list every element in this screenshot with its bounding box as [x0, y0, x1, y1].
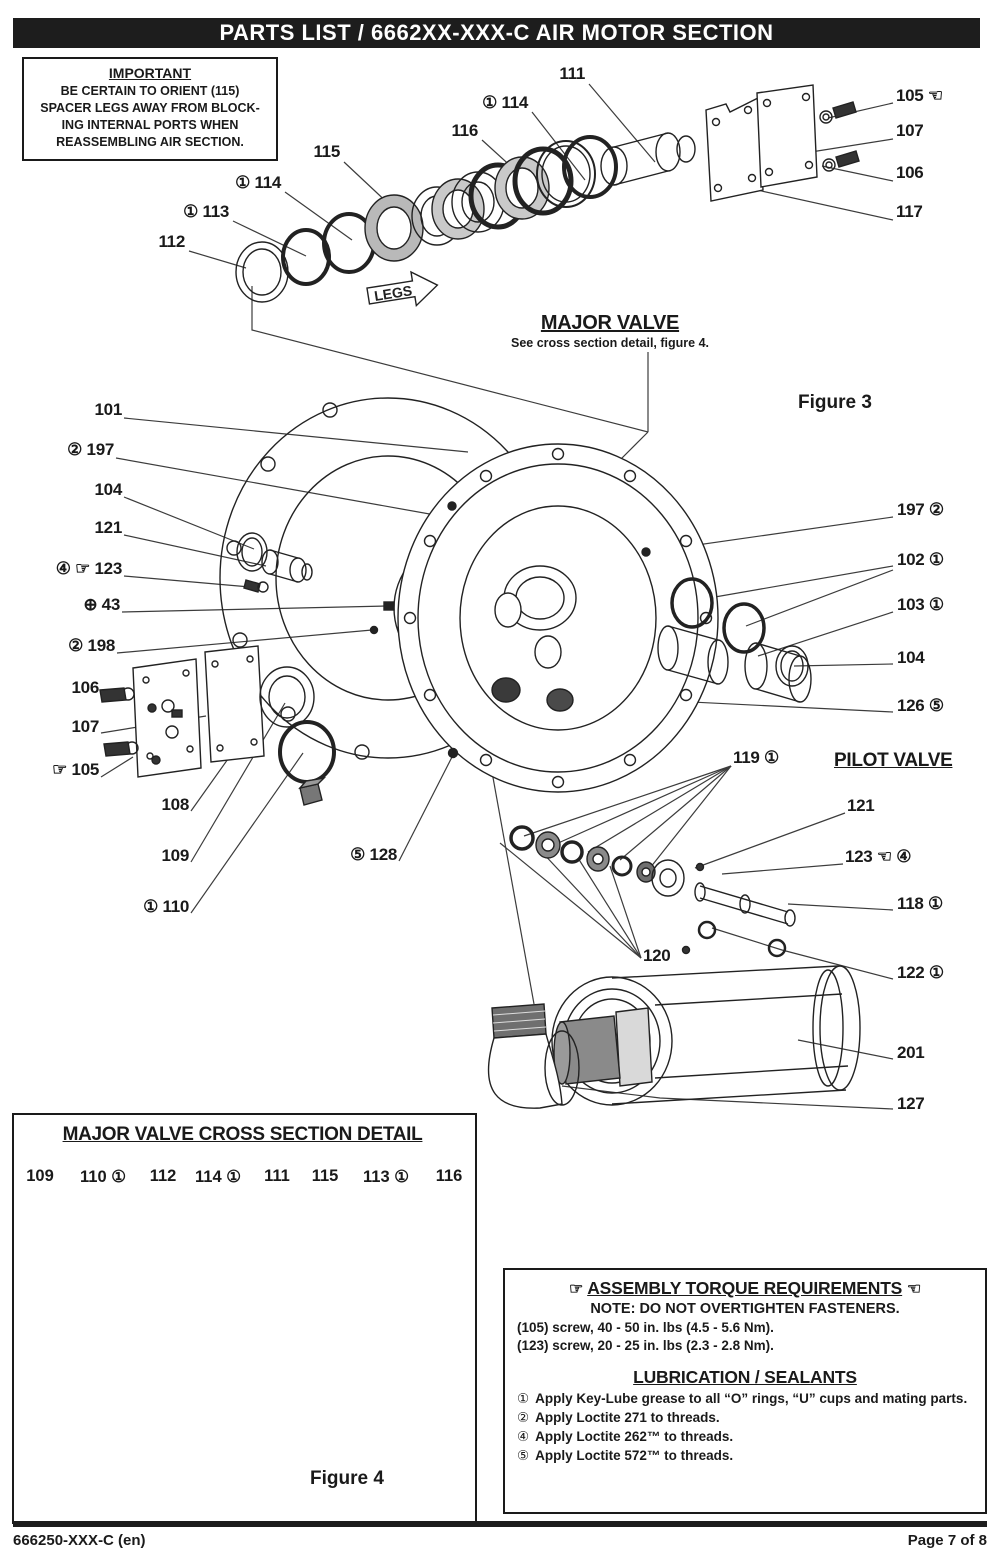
- lubrication-item-text: Apply Loctite 572™ to threads.: [535, 1448, 734, 1463]
- important-note-line: ING INTERNAL PORTS WHEN: [61, 117, 239, 132]
- pointing-hand-left-icon: ☜: [906, 1281, 921, 1298]
- figure4-callout-113: 113 ①: [363, 1168, 409, 1186]
- figure4-callout-110: 110 ①: [80, 1168, 126, 1186]
- part-callout-108: 108: [161, 795, 190, 814]
- important-note-line: SPACER LEGS AWAY FROM BLOCK-: [40, 100, 260, 115]
- lubrication-item: ⑤ Apply Loctite 572™ to threads.: [517, 1448, 973, 1464]
- part-callout-123: 123 ☜ ④: [845, 847, 912, 866]
- assembly-torque-box: ☞ ASSEMBLY TORQUE REQUIREMENTS ☜ NOTE: D…: [503, 1268, 987, 1514]
- lubrication-title: LUBRICATION / SEALANTS: [633, 1367, 857, 1387]
- figure4-box-title: MAJOR VALVE CROSS SECTION DETAIL: [62, 1124, 423, 1145]
- torque-title-row: ☞ ASSEMBLY TORQUE REQUIREMENTS ☜: [517, 1278, 973, 1299]
- page-title: PARTS LIST / 6662XX-XXX-C AIR MOTOR SECT…: [13, 18, 980, 48]
- figure4-callout-109: 109: [26, 1167, 54, 1185]
- part-callout-201: 201: [897, 1043, 925, 1062]
- part-callout-107: 107: [71, 717, 100, 736]
- part-callout-104: 104: [897, 648, 925, 667]
- major-valve-title: MAJOR VALVE: [540, 312, 680, 334]
- part-callout-127: 127: [897, 1094, 925, 1113]
- circled-number-icon: ①: [517, 1391, 530, 1406]
- part-callout-110: ① 110: [143, 897, 189, 916]
- part-callout-112: 112: [158, 232, 185, 251]
- pointing-hand-right-icon: ☞: [569, 1281, 584, 1298]
- important-note-lines: BE CERTAIN TO ORIENT (115) SPACER LEGS AW…: [28, 83, 272, 151]
- pilot-valve-heading: PILOT VALVE: [834, 750, 953, 771]
- part-callout-117: 117: [896, 202, 923, 221]
- part-callout-103: 103 ①: [897, 595, 944, 614]
- important-note-box: IMPORTANT BE CERTAIN TO ORIENT (115) SPAC…: [22, 57, 278, 161]
- footer-page-number: Page 7 of 8: [907, 1532, 987, 1549]
- footer-document-number: 666250-XXX-C (en): [13, 1532, 146, 1549]
- major-valve-heading: MAJOR VALVE See cross section detail, fi…: [488, 312, 732, 350]
- part-callout-122: 122 ①: [897, 963, 944, 982]
- part-callout-106: 106: [896, 163, 924, 182]
- figure3-caption: Figure 3: [798, 392, 872, 413]
- circled-number-icon: ⑤: [517, 1448, 530, 1463]
- lubrication-items: ① Apply Key-Lube grease to all “O” rings,…: [517, 1391, 973, 1464]
- part-callout-197: ② 197: [67, 440, 114, 459]
- part-callout-118: 118 ①: [897, 894, 943, 913]
- circled-number-icon: ②: [517, 1410, 530, 1425]
- torque-note: NOTE: DO NOT OVERTIGHTEN FASTENERS.: [590, 1301, 900, 1317]
- lubrication-item-text: Apply Loctite 271 to threads.: [535, 1410, 720, 1425]
- part-callout-115: 115: [313, 142, 340, 161]
- part-callout-128: ⑤ 128: [350, 845, 397, 864]
- figure4-callout-112: 112: [149, 1167, 177, 1185]
- figure4-callout-116: 116: [435, 1167, 463, 1185]
- part-callout-101: 101: [94, 400, 123, 419]
- figure4-callout-111: 111: [264, 1167, 290, 1185]
- part-callout-123: ④ ☞ 123: [55, 559, 123, 578]
- part-callout-121: 121: [847, 796, 875, 815]
- part-callout-114: ① 114: [235, 173, 281, 192]
- part-callout-105: ☞ 105: [52, 760, 99, 779]
- figure4-callout-115: 115: [311, 1167, 339, 1185]
- lubrication-item: ④ Apply Loctite 262™ to threads.: [517, 1429, 973, 1445]
- part-callout-126: 126 ⑤: [897, 696, 944, 715]
- circled-number-icon: ④: [517, 1429, 530, 1444]
- part-callout-109: 109: [161, 846, 190, 865]
- part-callout-197: 197 ②: [897, 500, 944, 519]
- figure4-callout-114: 114 ①: [195, 1168, 241, 1186]
- torque-title: ASSEMBLY TORQUE REQUIREMENTS: [587, 1278, 903, 1298]
- figure4-box: [12, 1113, 477, 1524]
- torque-spec-line: (123) screw, 20 - 25 in. lbs (2.3 - 2.8 …: [517, 1338, 774, 1353]
- part-callout-198: ② 198: [68, 636, 115, 655]
- lubrication-item: ① Apply Key-Lube grease to all “O” rings,…: [517, 1391, 973, 1407]
- part-callout-121: 121: [94, 518, 123, 537]
- part-callout-116: 116: [451, 121, 478, 140]
- svg-text:LEGS: LEGS: [373, 282, 413, 304]
- part-callout-43: ⊕ 43: [83, 595, 120, 614]
- part-callout-111: 111: [559, 64, 585, 83]
- major-valve-subtitle: See cross section detail, figure 4.: [511, 336, 709, 350]
- figure3-art: LEGS: [99, 84, 861, 1109]
- torque-lines: (105) screw, 40 - 50 in. lbs (4.5 - 5.6 …: [517, 1320, 973, 1353]
- part-callout-113: ① 113: [183, 202, 229, 221]
- part-callout-102: 102 ①: [897, 550, 944, 569]
- part-callout-114: ① 114: [482, 93, 528, 112]
- important-note-title: IMPORTANT: [108, 65, 192, 81]
- footer-rule: [13, 1521, 987, 1527]
- part-callout-104: 104: [94, 480, 123, 499]
- lubrication-item-text: Apply Key-Lube grease to all “O” rings, …: [535, 1391, 968, 1406]
- part-callout-119: 119 ①: [733, 748, 779, 767]
- lubrication-item-text: Apply Loctite 262™ to threads.: [535, 1429, 734, 1444]
- torque-spec-line: (105) screw, 40 - 50 in. lbs (4.5 - 5.6 …: [517, 1320, 774, 1335]
- part-callout-105: 105 ☜: [896, 86, 943, 105]
- important-note-line: REASSEMBLING AIR SECTION.: [56, 134, 244, 149]
- part-callout-120: 120: [643, 946, 671, 965]
- figure4-caption: Figure 4: [310, 1468, 384, 1489]
- lubrication-item: ② Apply Loctite 271 to threads.: [517, 1410, 973, 1426]
- important-note-line: BE CERTAIN TO ORIENT (115): [60, 84, 240, 98]
- part-callout-107: 107: [896, 121, 924, 140]
- part-callout-106: 106: [71, 678, 100, 697]
